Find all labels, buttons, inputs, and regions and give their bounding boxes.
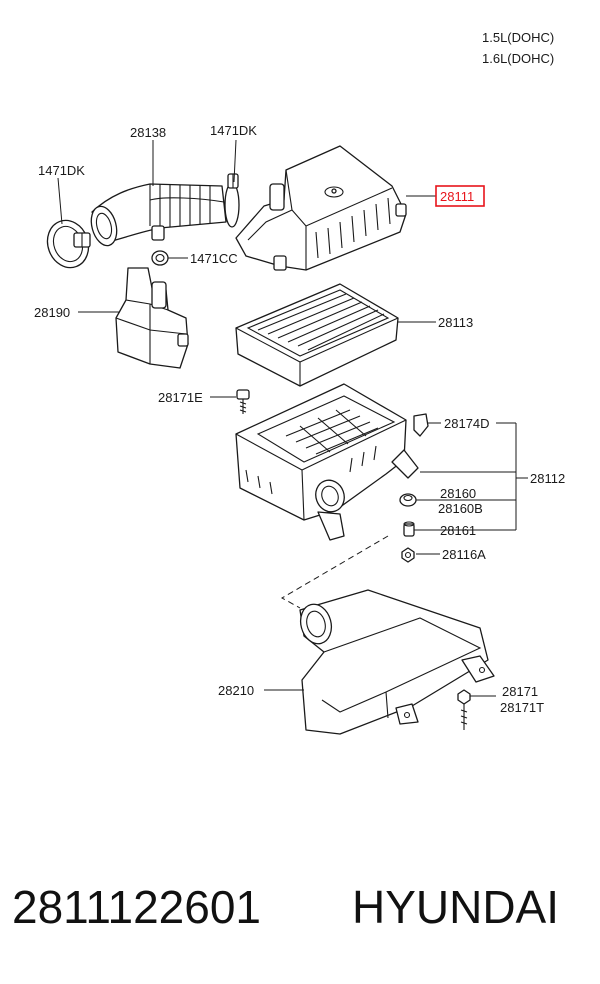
callout-28116a[interactable]: 28116A — [442, 547, 486, 562]
filter-element[interactable] — [235, 283, 399, 387]
engine-label-1: 1.5L(DOHC) — [482, 30, 554, 45]
grommet-28160[interactable] — [399, 493, 417, 507]
callout-28171t[interactable]: 28171T — [500, 700, 544, 715]
intake-hose[interactable] — [87, 183, 227, 248]
bolt-28171e[interactable] — [236, 389, 250, 414]
resonator-duct[interactable] — [296, 589, 495, 735]
bracket-28190[interactable] — [115, 267, 189, 369]
callout-28171e[interactable]: 28171E — [158, 390, 203, 405]
callout-1471dk-top[interactable]: 1471DK — [210, 123, 257, 138]
air-cleaner-cover[interactable] — [235, 145, 407, 271]
clip-1471cc[interactable] — [151, 250, 169, 266]
highlight-box-28111 — [435, 185, 485, 207]
callout-28210[interactable]: 28210 — [218, 683, 254, 698]
clip-28174d[interactable] — [413, 413, 429, 437]
callout-28113[interactable]: 28113 — [438, 315, 473, 330]
callout-28171[interactable]: 28171 — [502, 684, 538, 699]
connection-dashed-line — [280, 535, 389, 609]
engine-label-2: 1.6L(DOHC) — [482, 51, 554, 66]
air-cleaner-body[interactable] — [235, 383, 419, 541]
callout-28111[interactable]: 28111 — [440, 189, 474, 204]
brand-name: HYUNDAI — [352, 881, 560, 933]
callout-28138[interactable]: 28138 — [130, 125, 166, 140]
callout-1471dk-left[interactable]: 1471DK — [38, 163, 85, 178]
hose-clamp-left[interactable] — [41, 215, 95, 274]
nut-28116a[interactable] — [401, 547, 415, 563]
callout-28160[interactable]: 28160 — [440, 486, 476, 501]
callout-28160b[interactable]: 28160B — [438, 501, 483, 516]
leader-lines — [57, 139, 528, 697]
callout-28174d[interactable]: 28174D — [444, 416, 490, 431]
collar-28161[interactable] — [403, 521, 415, 537]
bolt-28171[interactable] — [457, 689, 471, 730]
footer-caption: 2811122601 HYUNDAI — [0, 880, 600, 950]
part-number: 2811122601 — [12, 881, 262, 933]
callout-28161[interactable]: 28161 — [440, 523, 476, 538]
callout-28190[interactable]: 28190 — [34, 305, 70, 320]
callout-28112[interactable]: 28112 — [530, 471, 565, 486]
hose-clamp-right[interactable] — [224, 173, 240, 228]
callout-1471cc[interactable]: 1471CC — [190, 251, 238, 266]
